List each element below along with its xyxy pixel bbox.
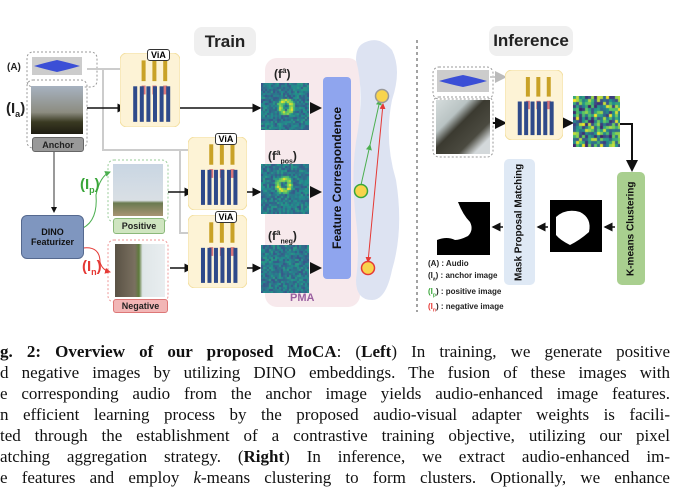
train-title: Train bbox=[194, 27, 256, 56]
negative-image-label: (In) bbox=[82, 258, 102, 277]
via-adapter-negative: ViA bbox=[188, 211, 247, 288]
negative-tag: Negative bbox=[113, 299, 168, 313]
legend-item-audio: (A) : Audio bbox=[428, 259, 469, 268]
caption-line-5: ted through the establishment of a contr… bbox=[0, 426, 670, 445]
legend-item-negative: (In) : negative image bbox=[428, 302, 504, 314]
anchor-image-label: (Ia) bbox=[6, 100, 26, 119]
via-label: ViA bbox=[214, 133, 238, 145]
negative-feature-label: (faneg) bbox=[268, 228, 297, 246]
via-adapter-anchor: ViA bbox=[120, 49, 180, 127]
anchor-feature-label: (fa) bbox=[274, 66, 291, 81]
via-adapter-inference bbox=[505, 70, 563, 140]
negative-embedding-dot bbox=[360, 260, 376, 276]
featurizer-label: Featurizer bbox=[30, 237, 74, 247]
positive-image-label: (Ip) bbox=[80, 176, 100, 195]
kmeans-clustering-block: K-means Clustering bbox=[617, 172, 645, 285]
figure-caption: g. 2: Overview of our proposed MoCA: (Le… bbox=[0, 341, 670, 488]
audio-label: (A) bbox=[7, 62, 21, 73]
caption-line-7: e features and employ k-means clustering… bbox=[0, 468, 670, 487]
audio-waveform bbox=[32, 57, 82, 75]
dino-label: DINO bbox=[41, 227, 64, 237]
negative-feature-map bbox=[261, 245, 309, 293]
legend-item-positive: (Ip) : positive image bbox=[428, 286, 502, 299]
legend: (A) : Audio (Ia) : anchor image (Ip) : p… bbox=[428, 258, 504, 317]
anchor-feature-map bbox=[261, 83, 309, 130]
inference-audio-waveform bbox=[437, 70, 489, 92]
via-label: ViA bbox=[147, 49, 170, 61]
caption-line-1: g. 2: Overview of our proposed MoCA: (Le… bbox=[0, 342, 670, 361]
inference-feature-map bbox=[573, 96, 620, 147]
anchor-tag: Anchor bbox=[32, 137, 84, 152]
pma-label: PMA bbox=[290, 292, 315, 304]
dino-featurizer: DINO Featurizer bbox=[21, 215, 84, 259]
negative-image bbox=[115, 244, 165, 297]
caption-line-3: e corresponding audio from the anchor im… bbox=[0, 384, 670, 403]
positive-tag: Positive bbox=[113, 218, 165, 234]
caption-line-2: d negative images by utilizing DINO embe… bbox=[0, 363, 670, 382]
via-label: ViA bbox=[214, 211, 238, 223]
positive-feature-label: (fapos) bbox=[268, 148, 297, 166]
inference-title: Inference bbox=[489, 26, 573, 56]
caption-line-4: n efficient learning process by the prop… bbox=[0, 405, 670, 424]
legend-item-anchor: (Ia) : anchor image bbox=[428, 271, 498, 283]
inference-image bbox=[436, 100, 490, 154]
caption-line-6: atching aggregation strategy. (Right) In… bbox=[0, 447, 670, 466]
via-adapter-positive: ViA bbox=[188, 133, 247, 210]
positive-embedding-dot bbox=[353, 183, 369, 199]
mask-proposal-matching-block: Mask Proposal Matching bbox=[504, 159, 535, 285]
anchor-image bbox=[31, 86, 83, 134]
positive-feature-map bbox=[261, 164, 309, 214]
positive-image bbox=[113, 164, 163, 216]
anchor-embedding-dot bbox=[374, 88, 390, 104]
feature-correspondence-block: Feature Correspondence bbox=[323, 77, 351, 279]
